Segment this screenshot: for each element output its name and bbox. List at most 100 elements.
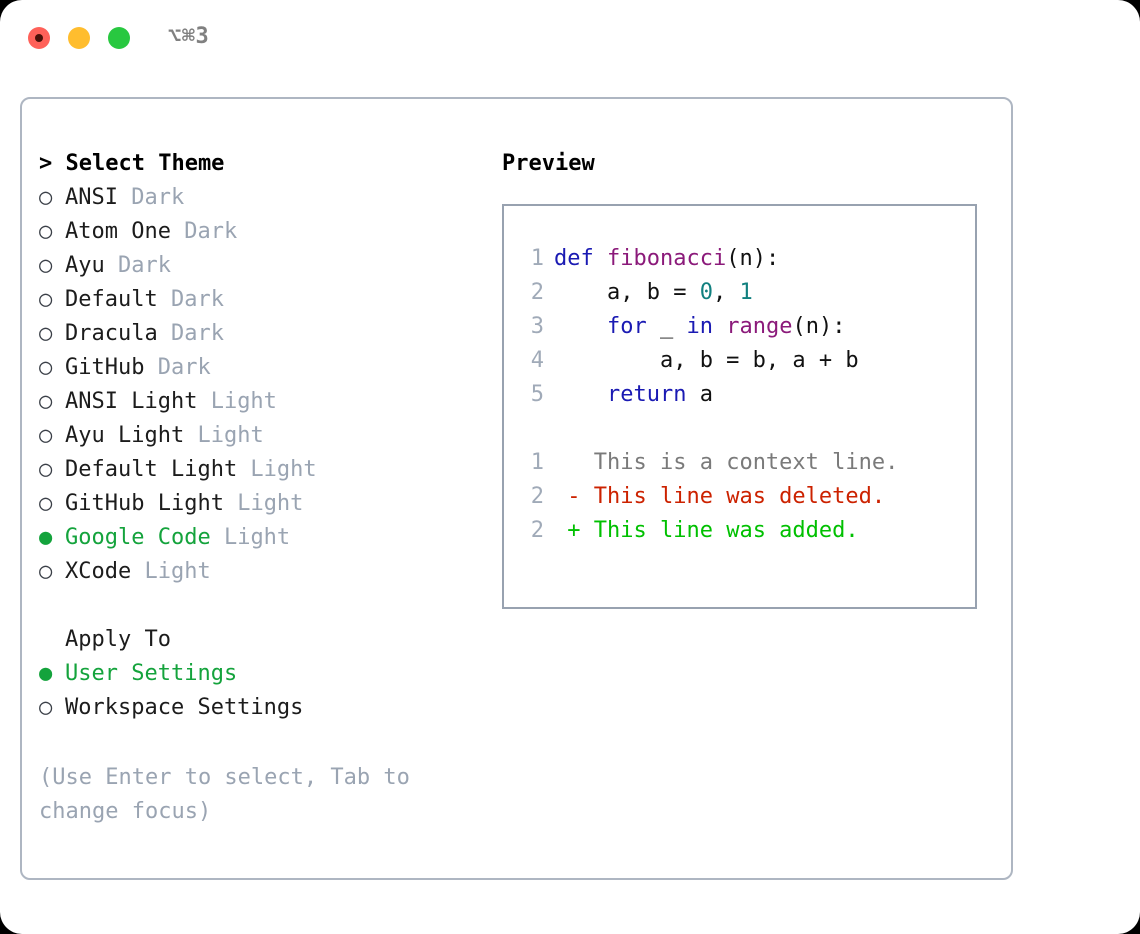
- close-icon: [35, 34, 43, 42]
- theme-list-item[interactable]: ○XCode Light: [39, 555, 499, 589]
- title-bar: ⌥⌘3: [0, 0, 1140, 78]
- theme-name-label: Atom One: [65, 219, 171, 244]
- code-token: [554, 382, 607, 407]
- dialog-panel: > Select Theme ○ANSI Dark○Atom One Dark○…: [20, 97, 1013, 880]
- diff-line-number: 1: [530, 450, 544, 475]
- apply-to-item[interactable]: ● User Settings: [39, 657, 499, 691]
- code-token: [713, 314, 726, 339]
- diff-line: 2 + This line was added.: [516, 514, 969, 548]
- radio-selected-icon: ●: [39, 661, 53, 686]
- theme-list-item[interactable]: ○Ayu Light Light: [39, 419, 499, 453]
- radio-unselected-icon: ○: [39, 457, 53, 482]
- diff-line-number: 2: [530, 484, 544, 509]
- code-token: def: [554, 246, 607, 271]
- theme-name-label: GitHub Light: [65, 491, 224, 516]
- code-token: (n):: [726, 246, 780, 271]
- code-token: for: [606, 314, 647, 339]
- theme-list-item[interactable]: ○ Atom One Dark: [39, 215, 499, 249]
- radio-unselected-icon: ○: [39, 389, 53, 414]
- theme-name-label: Ayu Light: [65, 423, 185, 448]
- diff-line: 2 - This line was deleted.: [516, 480, 969, 514]
- diff-line-number: 2: [530, 518, 544, 543]
- code-token: a: [686, 382, 713, 407]
- theme-variant-badge: Dark: [157, 321, 224, 346]
- theme-name-label: ANSI: [65, 185, 118, 210]
- radio-unselected-icon: ○: [39, 321, 53, 346]
- theme-variant-badge: Dark: [117, 185, 185, 210]
- theme-variant-badge: Light: [184, 423, 264, 448]
- theme-list-item[interactable]: ○ GitHub Dark: [39, 351, 499, 385]
- theme-variant-badge: Dark: [170, 219, 238, 244]
- code-token: (n):: [792, 314, 846, 339]
- keyboard-hint-text: (Use Enter to select, Tab to change focu…: [39, 765, 424, 824]
- theme-list-item[interactable]: ○ Ayu Dark: [39, 249, 499, 283]
- apply-to-header: Apply To: [65, 627, 171, 652]
- code-line: 5 return a: [516, 378, 969, 412]
- diff-text: This is a context line.: [593, 450, 899, 475]
- theme-list-item[interactable]: ○Default Light Light: [39, 453, 499, 487]
- theme-list-item[interactable]: ● Google Code Light: [39, 521, 499, 555]
- code-token: in: [686, 314, 713, 339]
- diff-line: 1 This is a context line.: [516, 446, 969, 480]
- apply-to-label: Workspace Settings: [65, 695, 304, 720]
- code-token: a, b =: [554, 280, 700, 305]
- code-token: fibonacci: [606, 246, 727, 271]
- radio-unselected-icon: ○: [39, 219, 53, 244]
- theme-list-item[interactable]: ○ Dracula Dark: [39, 317, 499, 351]
- theme-picker-header: > Select Theme: [39, 151, 225, 176]
- code-line-number: 4: [530, 348, 544, 373]
- theme-variant-badge: Dark: [157, 287, 224, 312]
- theme-name-label: Google Code: [65, 525, 211, 550]
- radio-unselected-icon: ○: [39, 491, 53, 516]
- code-line-number: 5: [530, 382, 544, 407]
- code-token: _: [646, 314, 687, 339]
- theme-variant-badge: Light: [131, 559, 211, 584]
- code-token: 0: [699, 280, 713, 305]
- radio-unselected-icon: ○: [39, 559, 53, 584]
- code-line-number: 1: [530, 246, 544, 271]
- theme-name-label: Ayu: [65, 253, 105, 278]
- code-line-number: 2: [530, 280, 544, 305]
- theme-name-label: Dracula: [65, 321, 158, 346]
- section-gap: [39, 589, 499, 623]
- radio-unselected-icon: ○: [39, 695, 53, 720]
- theme-list-item[interactable]: ○Default Dark: [39, 283, 499, 317]
- close-button[interactable]: [28, 27, 50, 49]
- minimize-button[interactable]: [68, 27, 90, 49]
- code-token: 1: [739, 280, 753, 305]
- code-line-number: 3: [530, 314, 544, 339]
- theme-list-item[interactable]: ○ANSI Light Light: [39, 385, 499, 419]
- apply-to-list: ● User Settings ○ Workspace Settings: [39, 657, 499, 725]
- theme-variant-badge: Dark: [144, 355, 211, 380]
- radio-unselected-icon: ○: [39, 185, 53, 210]
- theme-name-label: GitHub: [65, 355, 145, 380]
- theme-picker-column: > Select Theme ○ANSI Dark○Atom One Dark○…: [39, 147, 499, 725]
- zoom-button[interactable]: [108, 27, 130, 49]
- code-line: 3 for _ in range(n):: [516, 310, 969, 344]
- radio-selected-icon: ●: [39, 525, 53, 550]
- theme-list-item[interactable]: ○ GitHub Light Light: [39, 487, 499, 521]
- apply-to-item[interactable]: ○ Workspace Settings: [39, 691, 499, 725]
- radio-unselected-icon: ○: [39, 355, 53, 380]
- theme-list-item[interactable]: ○ ANSI Dark: [39, 181, 499, 215]
- theme-name-label: Default: [65, 287, 158, 312]
- keyboard-shortcut-label: ⌥⌘3: [168, 24, 210, 49]
- theme-variant-badge: Dark: [104, 253, 171, 278]
- theme-list: ○ANSI Dark○Atom One Dark○Ayu Dark○Defaul…: [39, 181, 499, 589]
- apply-to-label: User Settings: [65, 661, 238, 686]
- radio-unselected-icon: ○: [39, 253, 53, 278]
- code-line: 1 def fibonacci(n):: [516, 242, 969, 276]
- theme-variant-badge: Light: [197, 389, 277, 414]
- code-token: range: [726, 314, 793, 339]
- diff-text: This line was added.: [593, 518, 859, 543]
- theme-variant-badge: Light: [223, 491, 304, 516]
- code-line: 2 a, b = 0, 1: [516, 276, 969, 310]
- diff-marker: +: [554, 518, 594, 543]
- diff-marker: -: [554, 484, 594, 509]
- code-token: ,: [712, 280, 740, 305]
- theme-variant-badge: Light: [210, 525, 291, 550]
